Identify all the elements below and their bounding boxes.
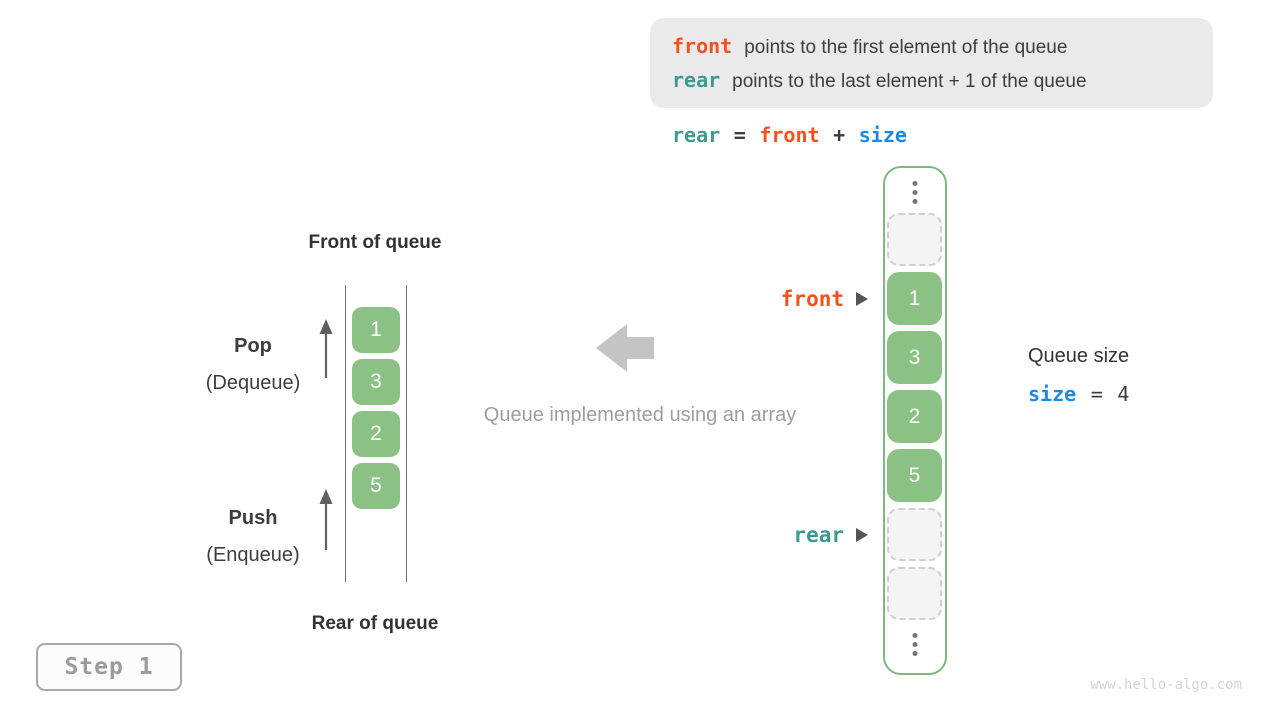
queue-element: 1 (352, 307, 400, 353)
formula-front-token: front (759, 123, 820, 147)
rear-pointer: rear (793, 521, 868, 549)
array-slot: 1 (887, 272, 942, 325)
front-explanation-text: points to the first element of the queue (744, 37, 1068, 58)
push-direction-arrow-icon (319, 489, 333, 550)
formula-rear-token: rear (672, 123, 721, 147)
ellipsis-bottom-icon (912, 633, 918, 656)
formula-plus-operator: + (833, 123, 846, 147)
front-pointer: front (781, 285, 868, 313)
ellipsis-top-icon (912, 181, 918, 204)
enqueue-label: (Enqueue) (206, 544, 300, 566)
array-slot-empty (887, 567, 942, 620)
front-code-token: front (672, 34, 733, 58)
formula-rear-equals-front-plus-size: rear = front + size (672, 122, 907, 149)
explanation-line-front: front points to the first element of the … (672, 30, 1213, 64)
array-slot-empty (887, 508, 942, 561)
queue-size-title: Queue size (1028, 345, 1130, 367)
array-container: 1 3 2 5 (883, 166, 947, 675)
rear-of-queue-label: Rear of queue (311, 613, 439, 634)
pointer-arrow-icon (856, 528, 868, 542)
queue-element: 3 (352, 359, 400, 405)
array-slot: 3 (887, 331, 942, 384)
array-slot: 2 (887, 390, 942, 443)
queue-element: 5 (352, 463, 400, 509)
explanation-box: front points to the first element of the … (650, 18, 1213, 108)
watermark: www.hello-algo.com (1090, 677, 1242, 693)
queue-channel-walls (345, 285, 407, 582)
size-equals-operator: = (1090, 382, 1103, 406)
diagram-caption: Queue implemented using an array (483, 404, 797, 426)
explanation-line-rear: rear points to the last element + 1 of th… (672, 64, 1213, 98)
formula-equals-operator: = (733, 123, 746, 147)
formula-size-token: size (858, 123, 907, 147)
pop-label: Pop (234, 335, 272, 357)
pop-direction-arrow-icon (319, 319, 333, 378)
dequeue-label: (Dequeue) (205, 372, 301, 394)
rear-pointer-label: rear (793, 523, 844, 547)
rear-code-token: rear (672, 68, 721, 92)
step-badge: Step 1 (36, 643, 182, 691)
front-pointer-label: front (780, 287, 844, 311)
array-slot-empty (887, 213, 942, 266)
array-slot: 5 (887, 449, 942, 502)
size-value: 4 (1117, 382, 1130, 406)
queue-size-equation: size = 4 (1028, 381, 1129, 408)
rear-explanation-text: points to the last element + 1 of the qu… (732, 71, 1087, 92)
size-code-token: size (1028, 382, 1077, 406)
front-of-queue-label: Front of queue (308, 232, 442, 253)
push-label: Push (228, 507, 278, 529)
left-block-arrow-icon (596, 324, 654, 372)
queue-element: 2 (352, 411, 400, 457)
pointer-arrow-icon (856, 292, 868, 306)
